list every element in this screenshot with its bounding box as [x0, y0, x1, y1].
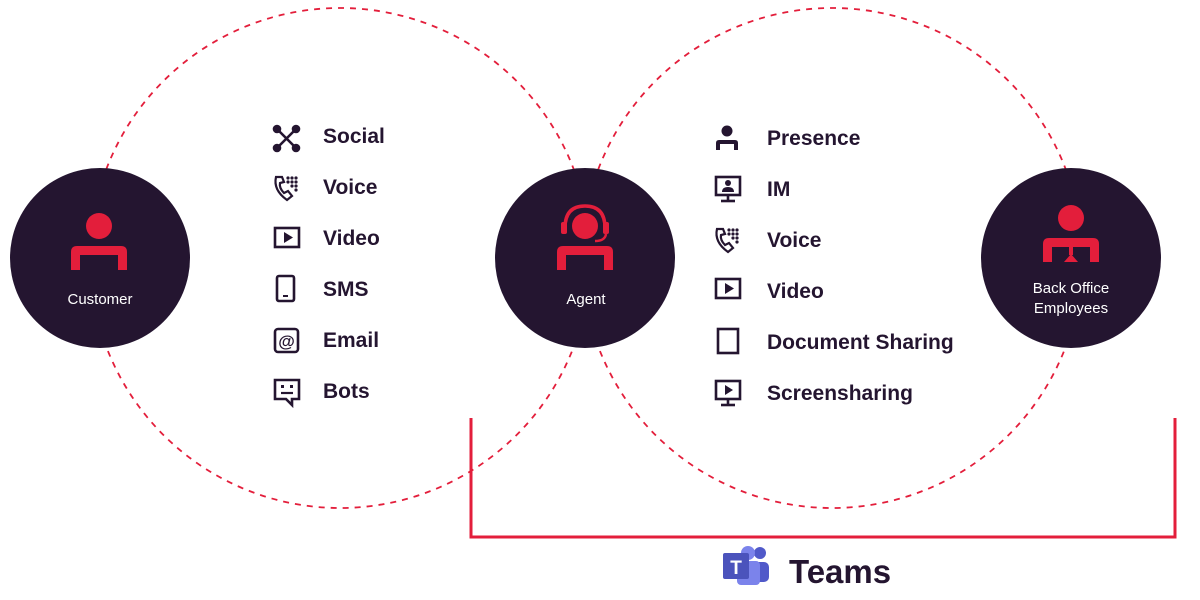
list-item-bots: Bots: [273, 378, 370, 409]
list-item-im: IM: [714, 175, 790, 203]
list-item-video: Video: [714, 277, 824, 303]
list-item-sms: SMS: [275, 274, 369, 303]
feature-label: Video: [767, 280, 824, 303]
teams-brand: T Teams: [723, 546, 891, 590]
feature-label: Presence: [767, 127, 860, 150]
agent-label: Agent: [566, 291, 606, 308]
list-item-social: Social: [272, 124, 385, 153]
channel-label: Voice: [323, 176, 377, 199]
headset-person-icon: [557, 204, 613, 270]
chat-bot-icon: [273, 378, 301, 409]
mobile-icon: [275, 274, 296, 303]
teams-features-list: Presence IM Voice: [714, 125, 954, 407]
list-item-document-sharing: Document Sharing: [716, 327, 954, 355]
monitor-person-icon: [714, 175, 742, 203]
teams-logo-icon: T: [723, 546, 769, 585]
video-icon: [714, 277, 742, 300]
back-office-label-line1: Back Office: [1033, 280, 1109, 297]
customer-label: Customer: [67, 291, 132, 308]
back-office-node: Back Office Employees: [981, 168, 1161, 348]
back-office-label-line2: Employees: [1034, 300, 1108, 317]
svg-text:@: @: [278, 332, 295, 351]
list-item-presence: Presence: [716, 125, 860, 150]
channel-label: Bots: [323, 380, 370, 403]
feature-label: Screensharing: [767, 382, 913, 405]
channel-label: Video: [323, 227, 380, 250]
list-item-voice: Voice: [715, 227, 821, 254]
at-icon: @: [273, 327, 300, 354]
person-icon: [71, 213, 127, 270]
channel-label: Email: [323, 329, 379, 352]
list-item-voice: Voice: [274, 175, 377, 202]
teams-logo-letter: T: [730, 558, 742, 579]
channel-label: SMS: [323, 278, 369, 301]
list-item-email: @ Email: [273, 327, 379, 354]
video-icon: [273, 226, 301, 249]
feature-label: Document Sharing: [767, 331, 954, 354]
agent-node: Agent: [495, 168, 675, 348]
customer-node: Customer: [10, 168, 190, 348]
list-item-video: Video: [273, 226, 380, 250]
teams-label: Teams: [789, 553, 891, 590]
phone-icon: [274, 175, 298, 202]
phone-icon: [715, 227, 739, 254]
screen-share-icon: [714, 379, 742, 407]
feature-label: IM: [767, 178, 790, 201]
list-item-screensharing: Screensharing: [714, 379, 913, 407]
social-icon: [272, 124, 301, 153]
teams-bracket: [469, 418, 1177, 539]
channel-label: Social: [323, 125, 385, 148]
person-small-icon: [716, 125, 738, 150]
feature-label: Voice: [767, 229, 821, 252]
document-icon: [716, 327, 740, 355]
customer-channels-list: Social Voice Video SMS: [272, 124, 385, 409]
org-person-icon: [1043, 205, 1099, 262]
